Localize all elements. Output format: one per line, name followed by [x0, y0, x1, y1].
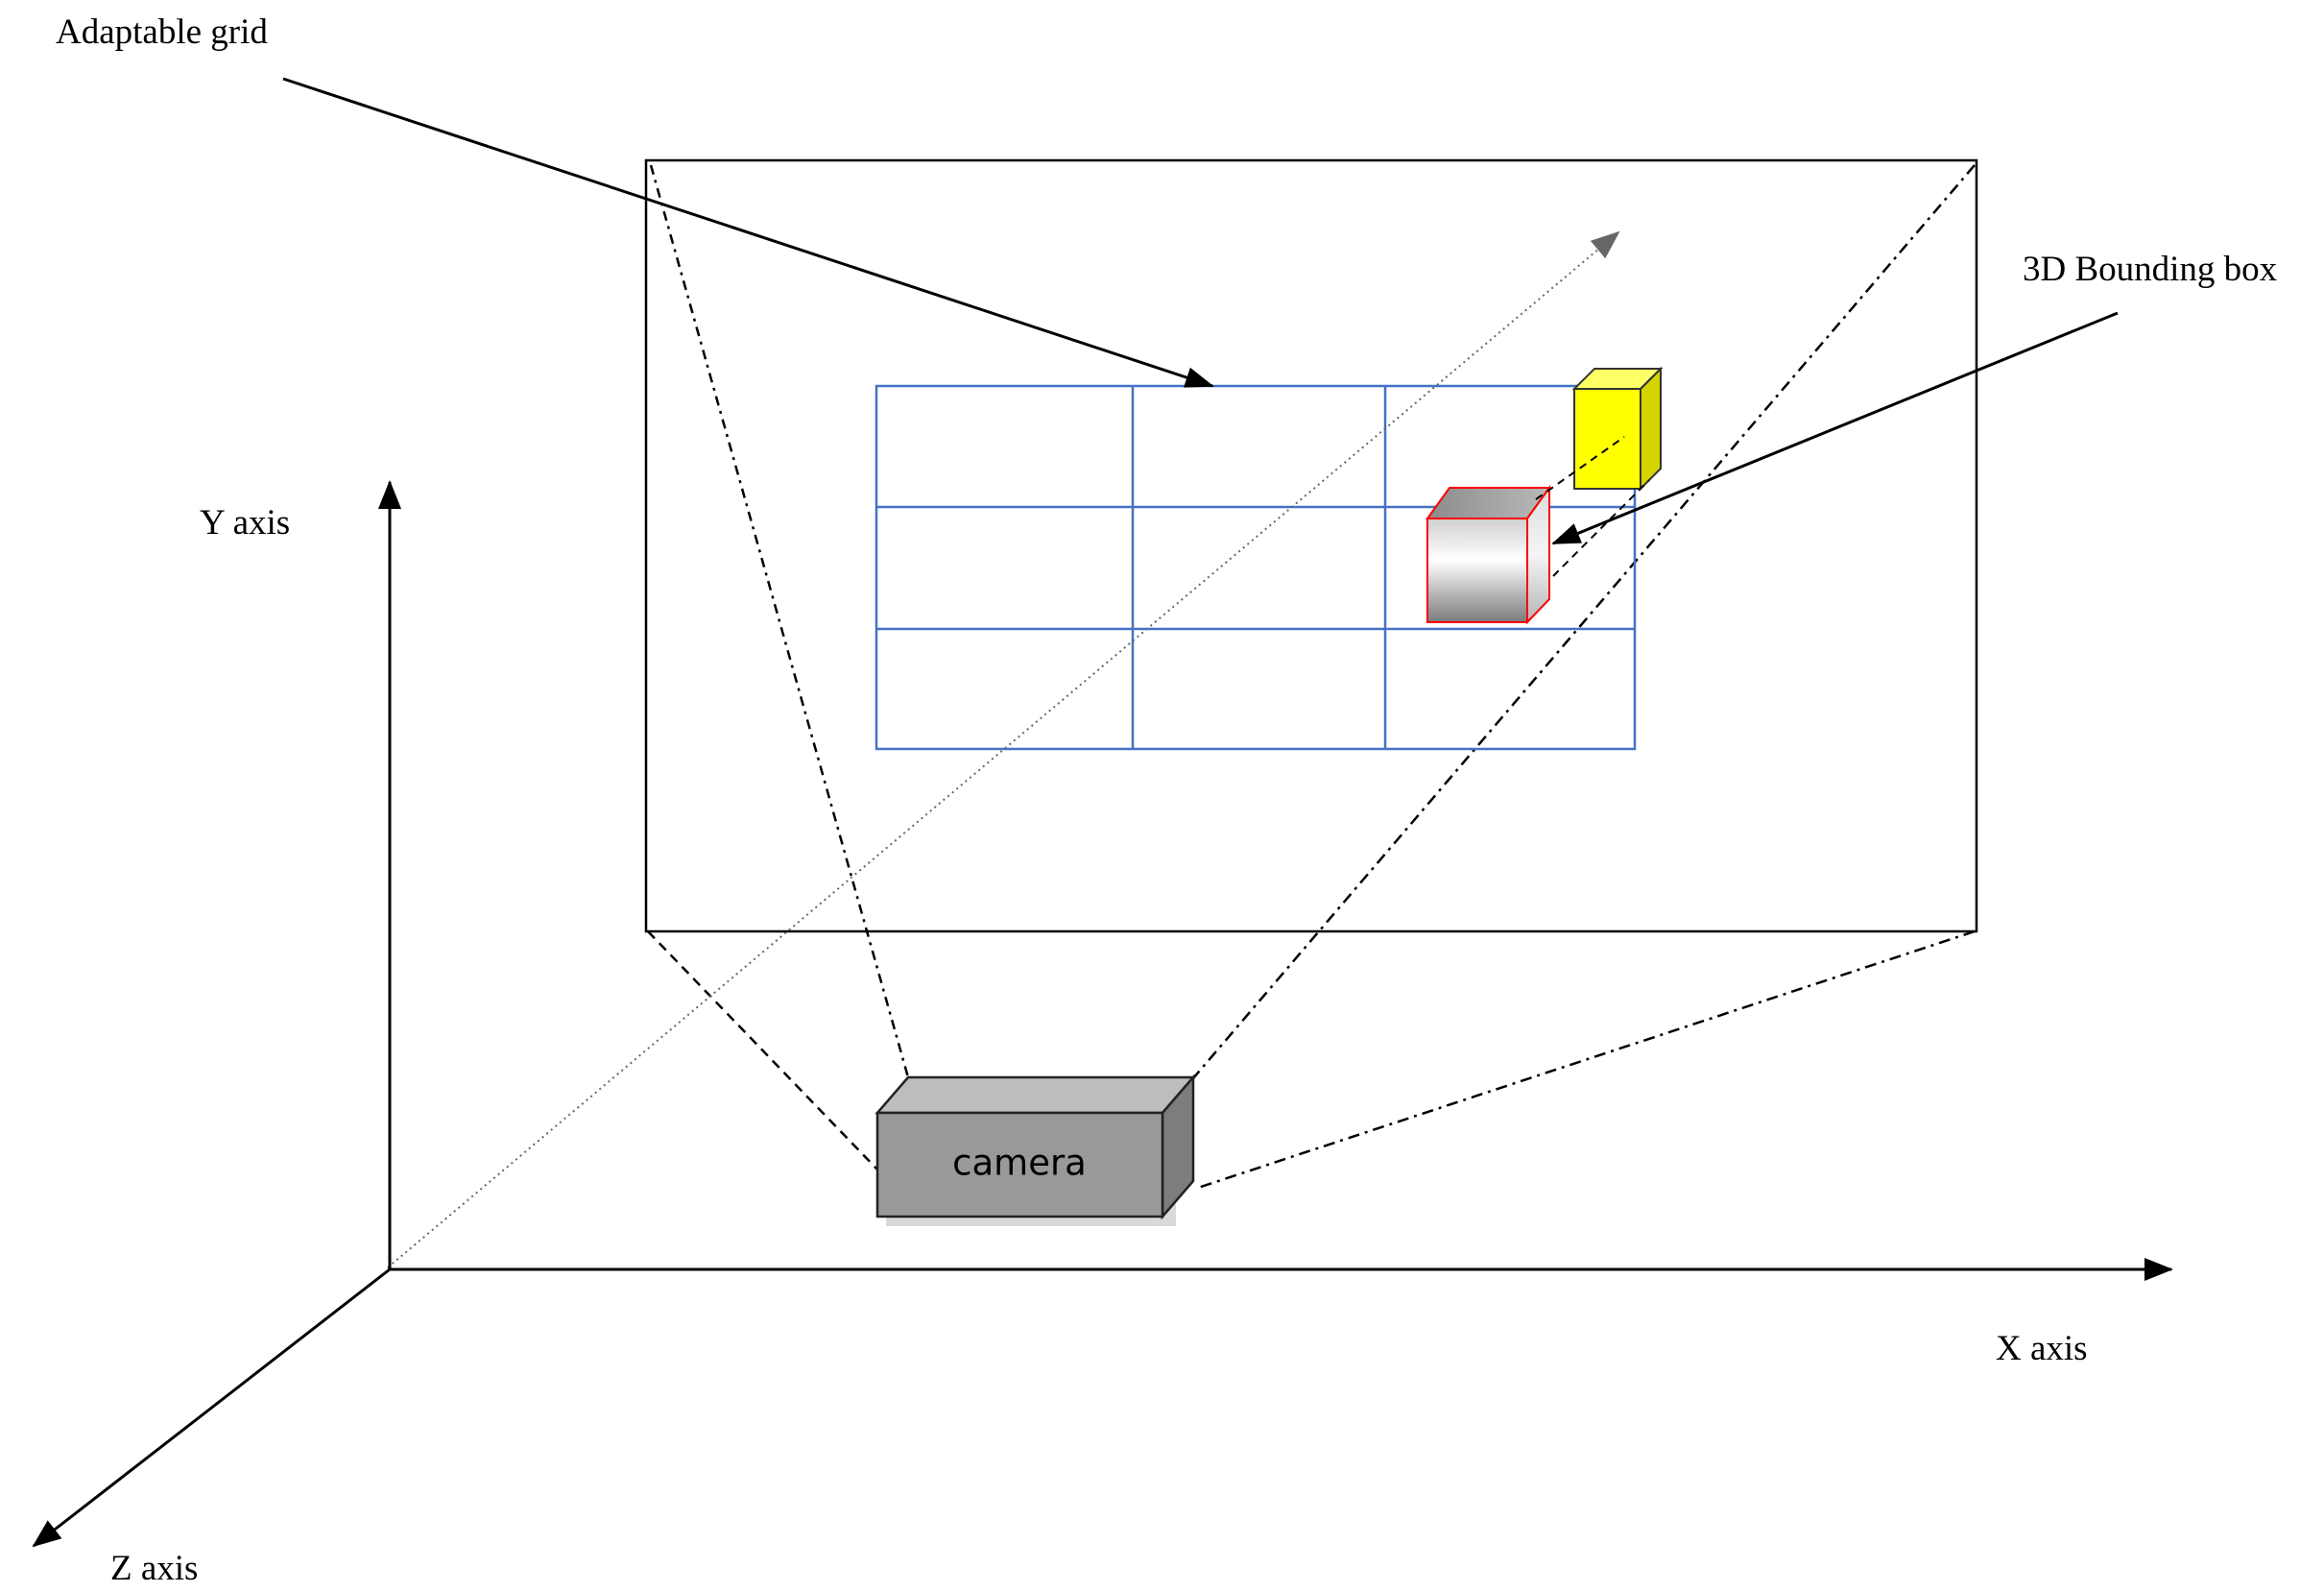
z-axis-label: Z axis	[110, 1549, 198, 1588]
frustum-line-bottom-left	[647, 930, 878, 1170]
camera: camera	[874, 1073, 1196, 1226]
yellow-cube-side	[1640, 366, 1662, 492]
adaptable-grid-label: Adaptable grid	[56, 12, 268, 52]
image-plane-frame	[644, 158, 1978, 933]
yellow-cube-front	[1573, 388, 1641, 490]
frustum-lines	[647, 164, 1976, 1190]
camera-label: camera	[952, 1143, 1087, 1184]
camera-front-face	[875, 1111, 1164, 1218]
frustum-line-bottom-right	[1197, 929, 1976, 1190]
z-axis-line	[32, 1267, 391, 1548]
bounding-box-label: 3D Bounding box	[2023, 250, 2278, 289]
box-guide-lines	[1535, 436, 1650, 577]
grid-callout-arrow	[282, 77, 1214, 388]
red-cube-front	[1426, 518, 1528, 623]
frustum-line-top-left	[649, 164, 910, 1078]
camera-top-face	[874, 1075, 1196, 1115]
frustum-line-top-right	[1192, 164, 1976, 1079]
red-cube	[1426, 484, 1551, 625]
bounding-box-callout-arrow	[1551, 311, 2119, 545]
grid-outline	[874, 384, 1637, 751]
yellow-cube	[1571, 366, 1664, 492]
y-axis-label: Y axis	[200, 503, 290, 543]
axes	[32, 480, 2173, 1548]
box-guide-line	[1552, 479, 1650, 577]
x-axis-label: X axis	[1996, 1329, 2088, 1368]
box-guide-line	[1535, 436, 1625, 500]
